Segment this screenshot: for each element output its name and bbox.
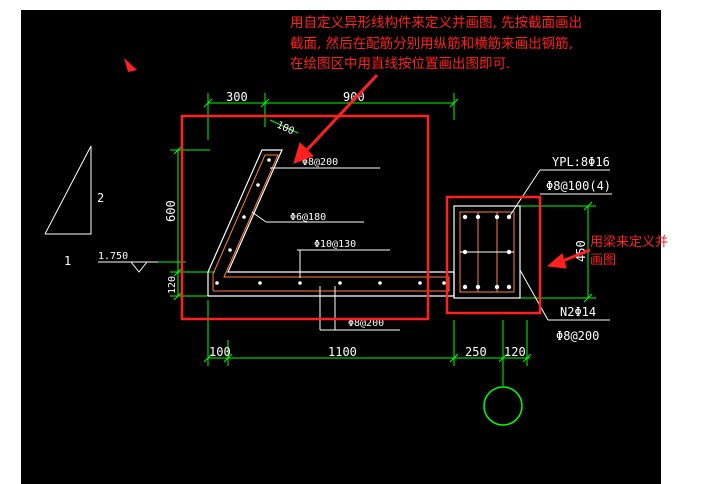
cad-canvas[interactable] <box>21 10 661 484</box>
rebar-label-4: Φ8@200 <box>348 318 384 329</box>
dim-bottom-120: 120 <box>504 345 526 359</box>
beam-note-line-1: 用梁来定义并 <box>590 235 668 250</box>
slope-label-2: 2 <box>97 191 104 205</box>
highlight-box-beam <box>445 195 542 315</box>
beam-bottom-label: Φ8@200 <box>556 329 599 343</box>
dim-top-300: 300 <box>226 90 248 104</box>
rebar-label-1: Φ8@200 <box>302 157 338 168</box>
leader-lines <box>251 167 400 331</box>
dim-left-120: 120 <box>167 276 178 294</box>
rebar-label-2: Φ6@180 <box>290 212 326 223</box>
cursor-arrow-icon <box>124 58 137 72</box>
top-note-line-1: 用自定义异形线构件来定义并画图, 先按截面画出 <box>290 15 582 31</box>
section-rebar <box>212 154 450 292</box>
top-note-line-2: 截面, 然后在配筋分别用纵筋和横筋来画出钢筋, <box>290 35 573 52</box>
dimension-lines <box>170 93 596 386</box>
elevation-marker <box>98 261 186 273</box>
slope-triangle <box>44 145 92 235</box>
slope-label-1: 1 <box>64 254 71 268</box>
dim-bottom-250: 250 <box>465 345 487 359</box>
annotation-arrow-1 <box>293 73 379 164</box>
beam-n2-label: N2Φ14 <box>560 305 596 319</box>
dim-left-600: 600 <box>164 200 178 222</box>
beam-note-line-2: 画图 <box>590 253 616 268</box>
dim-slope-100: 100 <box>275 120 296 138</box>
beam-bars <box>462 214 512 290</box>
beam-stirrup-label: Φ8@100(4) <box>546 179 611 193</box>
section-outline <box>207 149 455 297</box>
highlight-box-section <box>180 114 430 321</box>
reference-circle <box>483 386 523 426</box>
top-note-line-3: 在绘图区中用直线按位置画出图即可. <box>290 56 510 72</box>
beam-section <box>453 205 521 299</box>
dim-bottom-1100: 1100 <box>328 345 357 359</box>
rebar-dots <box>215 158 446 285</box>
elevation-value: 1.750 <box>98 251 128 262</box>
rebar-label-3: Φ10@130 <box>314 239 356 250</box>
dim-bottom-100: 100 <box>209 345 231 359</box>
beam-leaders <box>508 169 612 321</box>
beam-top-label: YPL:8Φ16 <box>552 155 610 169</box>
annotation-arrow-2 <box>546 248 591 269</box>
